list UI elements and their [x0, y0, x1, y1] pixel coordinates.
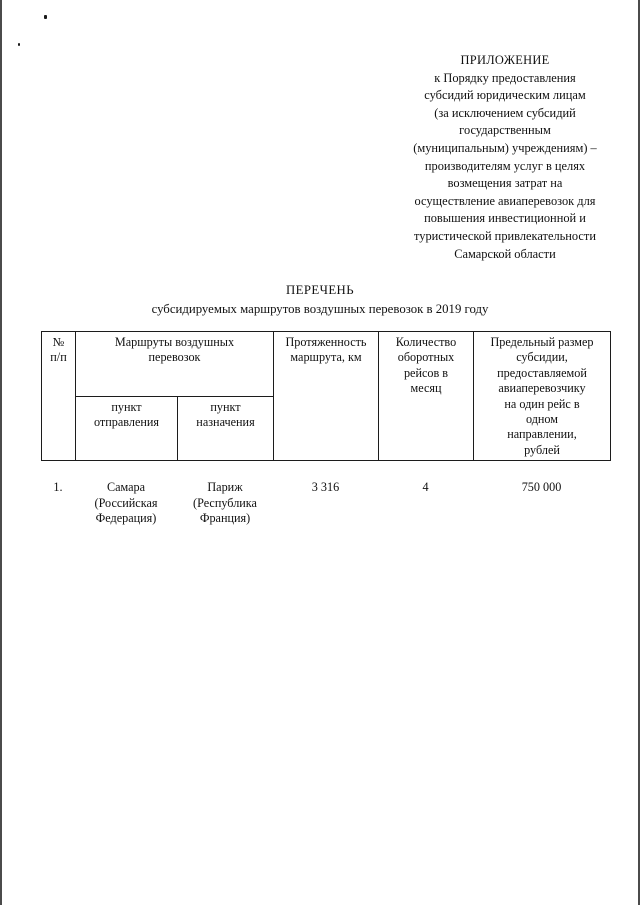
cell-flights: 4	[422, 480, 429, 494]
appendix-line: Самарской области	[454, 246, 556, 261]
appendix-line: туристической привлекательности	[414, 228, 596, 243]
appendix-line: повышения инвестиционной и	[424, 211, 586, 226]
appendix-title: ПРИЛОЖЕНИЕ	[460, 53, 550, 67]
cell-subsidy: 750 000	[521, 480, 562, 494]
appendix-header-block: ПРИЛОЖЕНИЕ к Порядку предоставления субс…	[398, 52, 612, 263]
appendix-line: (муниципальным) учреждениям) –	[413, 140, 597, 155]
table-row: 1. Самара (Российская Федерация) Париж (…	[41, 478, 610, 527]
column-header-subsidy: Предельный размер субсидии, предоставляе…	[473, 330, 611, 462]
column-header-flights: Количество оборотных рейсов в месяц	[378, 330, 474, 462]
cell-departure: Самара (Российская Федерация)	[94, 480, 158, 526]
cell-distance: 3 316	[311, 480, 340, 494]
scan-speck	[44, 15, 47, 19]
scan-speck	[18, 43, 20, 46]
cell-number: 1.	[53, 480, 63, 494]
appendix-line: возмещения затрат на	[447, 176, 563, 191]
routes-table: № п/п Маршруты воздушных перевозок Протя…	[41, 330, 611, 462]
cell-destination: Париж (Республика Франция)	[193, 480, 257, 526]
routes-table-wrap: № п/п Маршруты воздушных перевозок Протя…	[41, 330, 611, 462]
scan-edge-left	[0, 0, 2, 905]
page-title-block: ПЕРЕЧЕНЬ субсидируемых маршрутов воздушн…	[0, 281, 640, 319]
appendix-line: производителям услуг в целях	[424, 158, 586, 173]
column-header-routes-group: Маршруты воздушных перевозок	[75, 331, 274, 397]
column-header-destination: пункт назначения	[177, 395, 274, 462]
scan-edge-right	[638, 0, 640, 905]
column-header-departure: пункт отправления	[75, 395, 178, 462]
routes-table-body: 1. Самара (Российская Федерация) Париж (…	[41, 478, 610, 527]
page-title: ПЕРЕЧЕНЬ	[286, 283, 354, 297]
column-header-number: № п/п	[41, 330, 76, 462]
column-header-distance: Протяженность маршрута, км	[273, 330, 379, 462]
appendix-line: государственным	[459, 123, 551, 138]
appendix-line: (за исключением субсидий	[434, 105, 576, 120]
appendix-line: к Порядку предоставления	[434, 70, 576, 85]
appendix-line: субсидий юридическим лицам	[424, 88, 586, 103]
table-header-row-group: № п/п Маршруты воздушных перевозок Протя…	[41, 330, 611, 462]
appendix-line: осуществление авиаперевозок для	[414, 193, 596, 208]
page-subtitle: субсидируемых маршрутов воздушных перево…	[151, 302, 489, 316]
table-head: № п/п Маршруты воздушных перевозок Протя…	[41, 330, 611, 462]
table-header-row-sub: пункт отправления пункт назначения	[42, 395, 611, 462]
